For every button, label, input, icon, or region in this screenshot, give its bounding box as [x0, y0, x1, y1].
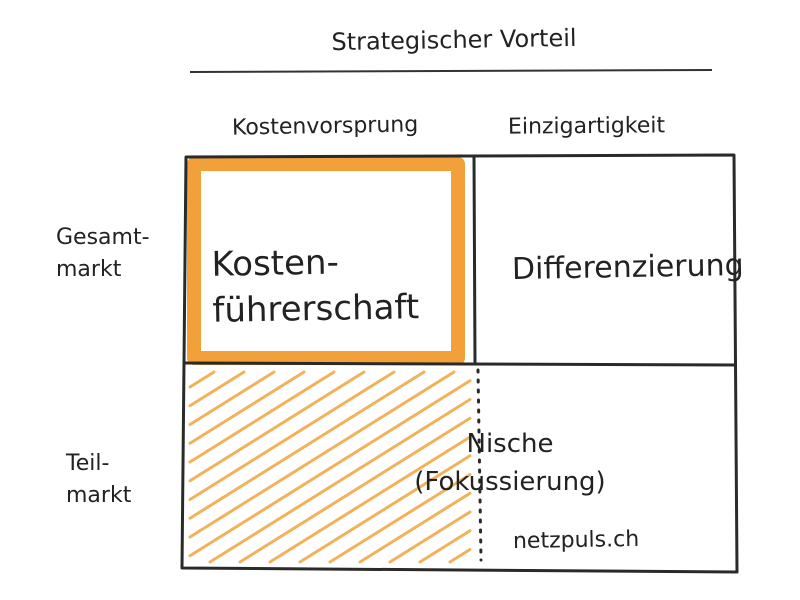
- hatch-line: [208, 398, 472, 564]
- hatch-line: [388, 510, 472, 564]
- cost-leadership-highlight: [187, 157, 465, 365]
- cell-niche-focus: Nische (Fokussierung): [414, 429, 606, 497]
- column-header-cost-advantage: Kostenvorsprung: [231, 112, 419, 141]
- hatch-line: [188, 370, 306, 445]
- hatch-line: [188, 370, 246, 408]
- hatch-line: [238, 416, 472, 564]
- hatch-line: [188, 370, 216, 389]
- hatch-line: [358, 491, 472, 564]
- hatch-line: [188, 370, 396, 501]
- hatch-line: [188, 370, 456, 539]
- hatch-line: [298, 454, 472, 564]
- hatch-line: [188, 370, 426, 520]
- hatch-line: [188, 370, 276, 426]
- cell-cost-leadership: Kosten- führerschaft: [211, 242, 420, 331]
- title-underline: [189, 69, 713, 73]
- column-header-uniqueness: Einzigartigkeit: [507, 113, 666, 140]
- grid-dotted-divider: [476, 368, 483, 562]
- niche-hatching: [188, 370, 472, 564]
- hatch-line: [268, 435, 472, 564]
- grid-outer-border: [180, 153, 739, 574]
- hatch-line: [448, 548, 472, 564]
- hatch-line: [328, 473, 472, 564]
- row-header-sub-market: Teil- markt: [66, 451, 132, 508]
- source-credit: netzpuls.ch: [512, 526, 640, 555]
- cell-differentiation: Differenzierung: [511, 247, 744, 288]
- hatch-line: [188, 379, 472, 558]
- grid-vertical-divider: [472, 155, 477, 364]
- hatch-line: [188, 370, 336, 464]
- grid-middle-line: [182, 361, 738, 367]
- hatch-line: [418, 529, 472, 564]
- hatch-line: [188, 370, 366, 483]
- row-header-total-market: Gesamt- markt: [56, 225, 150, 282]
